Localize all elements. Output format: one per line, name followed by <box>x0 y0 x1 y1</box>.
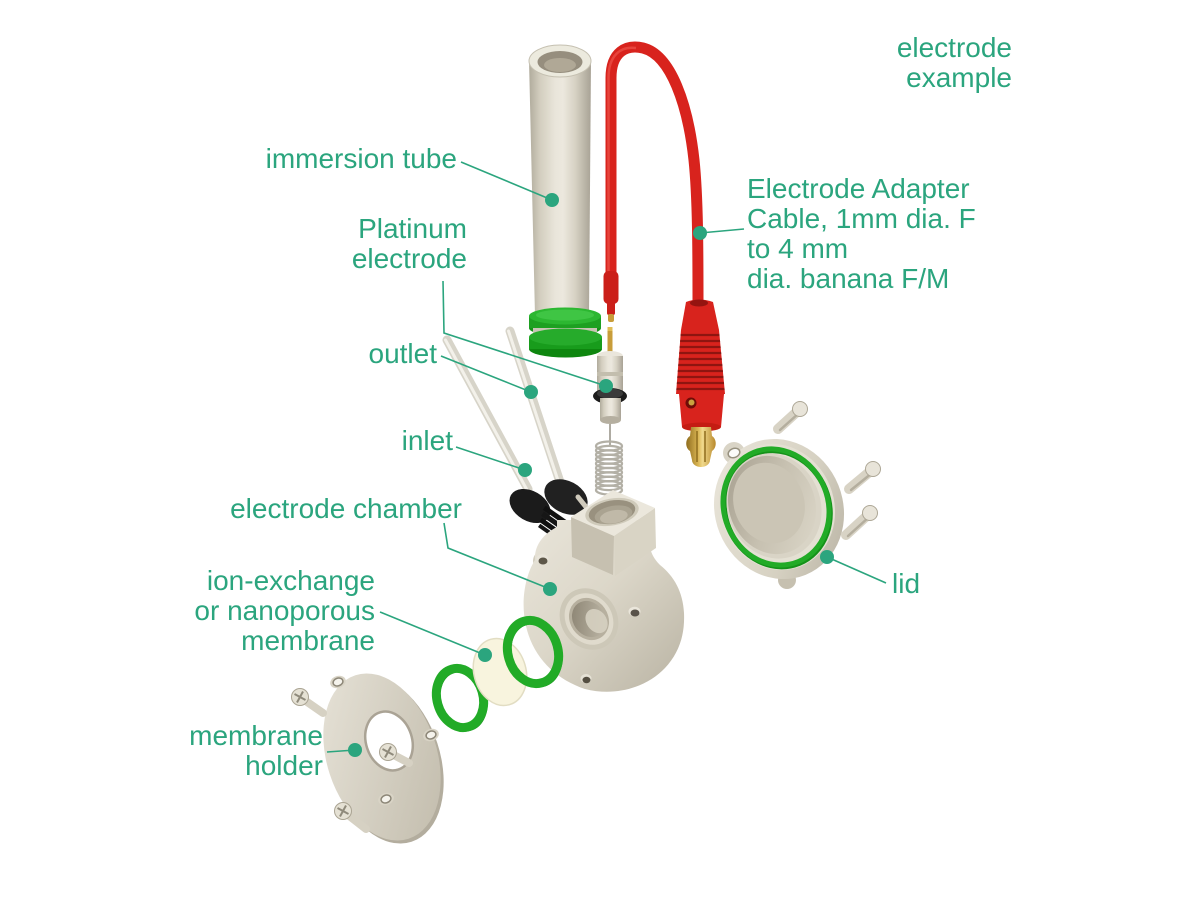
chamber-top-bore <box>585 497 639 527</box>
label-line: electrode <box>351 243 467 274</box>
leader-outlet <box>440 355 538 399</box>
leader-inlet <box>455 446 532 477</box>
chamber-front-bore <box>559 588 619 650</box>
label-line: outlet <box>368 338 438 369</box>
corner-note-line: example <box>906 62 1012 93</box>
screw <box>841 505 878 540</box>
cable-pin-tip <box>608 314 614 322</box>
label-line: electrode chamber <box>230 493 462 524</box>
tube-oring-band <box>529 307 602 358</box>
leader-lines <box>326 161 887 757</box>
label-membrane-holder: membrane holder <box>189 721 323 781</box>
screw <box>379 743 413 767</box>
leader-electrode-chamber <box>443 522 557 596</box>
label-lid: lid <box>892 569 920 599</box>
immersion-tube <box>528 44 602 358</box>
corner-note-line: electrode <box>896 32 1012 63</box>
label-line: to 4 mm <box>747 233 849 264</box>
inlet-tube <box>442 335 533 494</box>
leader-lid <box>820 550 887 584</box>
label-line: or nanoporous <box>194 595 375 626</box>
screw <box>844 461 881 494</box>
leader-membrane-holder <box>326 743 362 757</box>
label-line: inlet <box>401 425 453 456</box>
chamber-ear-holes <box>536 554 641 684</box>
label-platinum-electrode: Platinum electrode <box>352 214 467 274</box>
corner-note: electrode example <box>897 33 1012 93</box>
label-line: lid <box>892 568 921 599</box>
leader-membrane <box>379 611 492 662</box>
lid-oring <box>720 446 832 568</box>
holder-screws <box>291 688 413 833</box>
electrode-chamber <box>523 490 685 692</box>
oring-right <box>502 615 564 689</box>
membrane-disc <box>472 637 528 707</box>
lid-screws <box>773 401 881 540</box>
lid <box>713 438 845 589</box>
tube-fittings <box>509 479 593 537</box>
label-line: Cable, 1mm dia. F <box>747 203 976 234</box>
label-immersion-tube: immersion tube <box>266 144 457 174</box>
banana-plug <box>686 427 716 467</box>
leader-adapter-cable <box>693 226 745 240</box>
label-membrane: ion-exchange or nanoporous membrane <box>194 566 375 656</box>
label-adapter-cable: Electrode Adapter Cable, 1mm dia. F to 4… <box>747 174 976 294</box>
label-line: ion-exchange <box>206 565 375 596</box>
membrane-stack <box>431 615 564 733</box>
label-line: Platinum <box>358 213 467 244</box>
label-line: dia. banana F/M <box>747 263 950 294</box>
leader-immersion-tube <box>460 161 559 207</box>
label-inlet: inlet <box>402 426 453 456</box>
adapter-cable <box>603 41 704 322</box>
label-electrode-chamber: electrode chamber <box>230 494 462 524</box>
connector-ribs <box>676 333 725 391</box>
label-line: holder <box>245 750 323 781</box>
screw <box>334 802 370 833</box>
spring <box>594 440 624 496</box>
label-line: immersion tube <box>265 143 457 174</box>
holder-rim-holes <box>330 675 439 806</box>
leader-platinum-electrode <box>442 280 613 393</box>
label-line: Electrode Adapter <box>747 173 970 204</box>
label-outlet: outlet <box>369 339 438 369</box>
electrode-gold-pin <box>607 327 613 356</box>
label-line: membrane <box>241 625 375 656</box>
screw <box>773 401 808 434</box>
label-line: membrane <box>189 720 323 751</box>
screw <box>291 688 327 717</box>
banana-connector <box>676 299 725 467</box>
